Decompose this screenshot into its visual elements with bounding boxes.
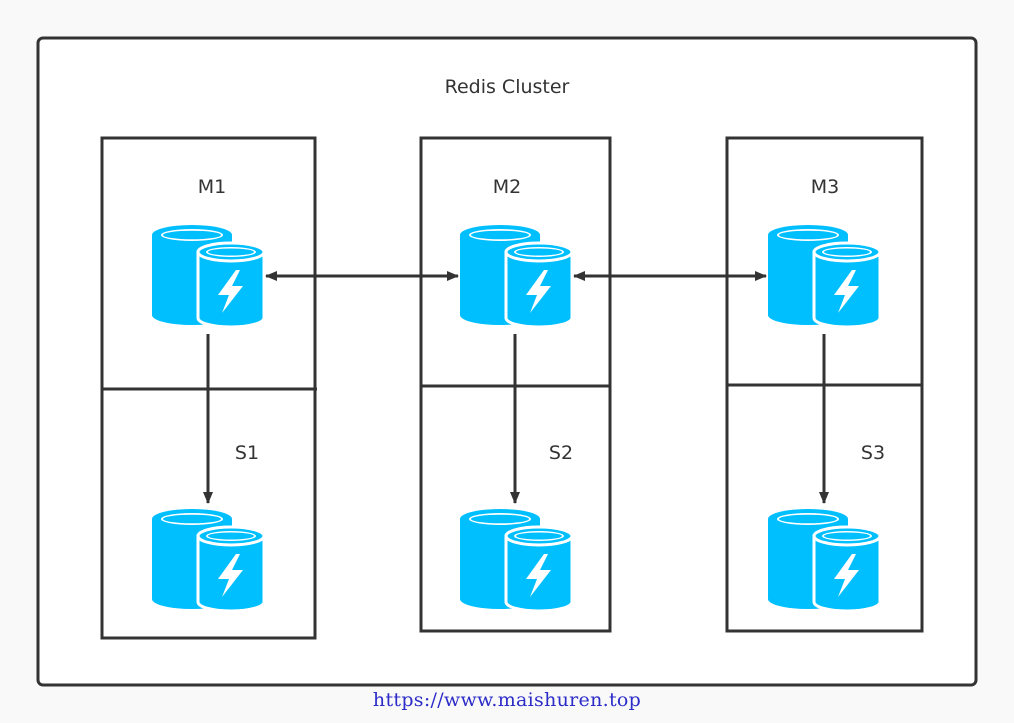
node-label-s2: S2 — [549, 442, 573, 464]
watermark-url: https://www.maishuren.top — [372, 689, 642, 711]
node-label-m3: M3 — [811, 176, 839, 198]
node-label-m1: M1 — [198, 176, 226, 198]
cluster-container — [36, 36, 978, 687]
node-label-s1: S1 — [235, 442, 259, 464]
node-label-s3: S3 — [861, 442, 885, 464]
cluster-title: Redis Cluster — [445, 76, 570, 98]
node-label-m2: M2 — [493, 176, 521, 198]
